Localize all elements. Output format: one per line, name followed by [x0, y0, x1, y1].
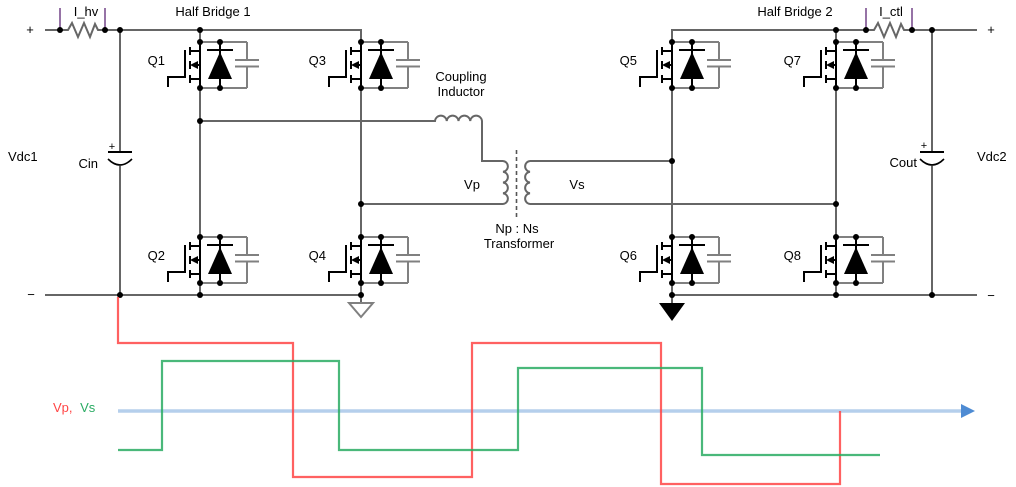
q2-label: Q2 — [148, 248, 165, 263]
mosfet-q4 — [328, 233, 421, 287]
ihv-label: I_hv — [74, 4, 99, 19]
q6-label: Q6 — [620, 248, 637, 263]
input-capacitor-cin — [107, 30, 133, 295]
cin-plus-label: + — [109, 141, 115, 153]
cout-label: Cout — [890, 155, 918, 170]
q8-label: Q8 — [784, 248, 801, 263]
coupling-inductor-label-line2: Inductor — [438, 84, 486, 99]
transformer-label: Transformer — [484, 236, 555, 251]
ictl-label: I_ctl — [879, 4, 903, 19]
legend-vp: Vp, — [53, 400, 73, 415]
half-bridge-1-label: Half Bridge 1 — [175, 4, 250, 19]
ground-symbol-primary — [346, 295, 376, 319]
coupling-inductor — [200, 114, 503, 162]
mosfet-q3 — [328, 38, 421, 92]
transformer-symbol — [502, 150, 531, 217]
q4-label: Q4 — [309, 248, 326, 263]
shunt-resistor-ihv — [63, 20, 103, 40]
mosfet-q6 — [639, 233, 732, 287]
output-capacitor-cout — [919, 30, 945, 295]
schematic-labels: + − + − Vdc1 Vdc2 Cin + Cout + I_hv I_ct… — [8, 4, 1007, 303]
cin-label: Cin — [78, 156, 98, 171]
mosfet-q5 — [639, 38, 732, 92]
cout-plus-label: + — [921, 140, 927, 152]
q7-label: Q7 — [784, 53, 801, 68]
q5-label: Q5 — [620, 53, 637, 68]
vs-label: Vs — [569, 177, 585, 192]
shunt-resistor-ictl — [869, 20, 908, 40]
polarity-minus-right: − — [987, 288, 995, 303]
polarity-plus-left: + — [26, 22, 34, 37]
ground-symbol-secondary — [659, 295, 685, 321]
q3-label: Q3 — [309, 53, 326, 68]
vdc2-label: Vdc2 — [977, 149, 1007, 164]
secondary-top-rail — [671, 8, 977, 42]
junction-dots — [57, 27, 935, 298]
mosfet-q1 — [167, 38, 260, 92]
trace-vs — [118, 359, 880, 457]
half-bridge-2-label: Half Bridge 2 — [757, 4, 832, 19]
polarity-minus-left: − — [27, 287, 35, 302]
mosfet-q2 — [167, 233, 260, 287]
vp-label: Vp — [464, 177, 480, 192]
q1-label: Q1 — [148, 53, 165, 68]
vdc1-label: Vdc1 — [8, 149, 38, 164]
time-axis-arrow-icon — [961, 404, 975, 418]
coupling-inductor-label-line1: Coupling — [435, 69, 486, 84]
mosfet-q8 — [803, 233, 896, 287]
waveform-legend: Vp, Vs — [53, 400, 96, 415]
legend-vs: Vs — [80, 400, 96, 415]
primary-winding — [502, 160, 509, 205]
polarity-plus-right: + — [987, 22, 995, 37]
secondary-winding — [524, 160, 531, 205]
np-ns-label: Np : Ns — [495, 221, 539, 236]
bridge-leg-wires — [199, 30, 837, 295]
trace-vp — [116, 297, 842, 486]
waveform-plot — [116, 297, 975, 486]
mosfet-q7 — [803, 38, 896, 92]
